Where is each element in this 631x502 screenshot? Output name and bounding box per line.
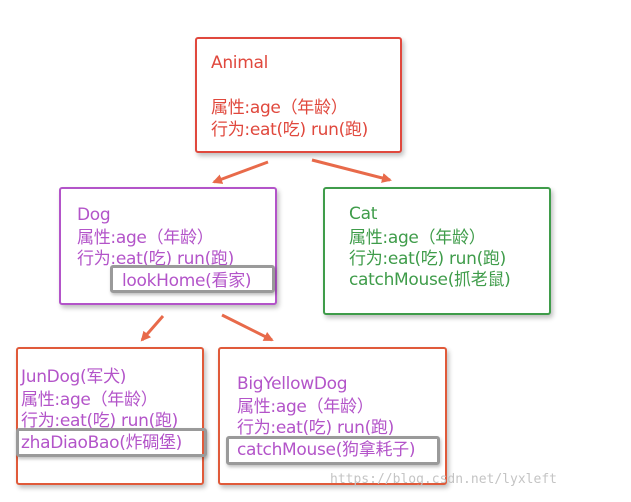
cat-class-attr: 属性:age（年龄） [349,228,486,248]
cat-class-box: Cat 属性:age（年龄） 行为:eat(吃) run(跑) catchMou… [323,187,551,315]
bigyellowdog-class-extra: catchMouse(狗拿耗子) [237,440,416,460]
jundog-class-name: JunDog(军犬) [21,367,127,387]
bigyellowdog-class-behavior: 行为:eat(吃) run(跑) [237,418,394,438]
jundog-class-behavior: 行为:eat(吃) run(跑) [21,411,178,431]
cat-class-name: Cat [349,204,378,224]
jundog-class-attr: 属性:age（年龄） [21,390,158,410]
bigyellowdog-class-attr: 属性:age（年龄） [237,397,374,417]
jundog-extra-highlight [16,428,207,457]
arrow-animal-to-dog [212,160,269,184]
dog-class-extra: lookHome(看家) [122,271,252,291]
animal-class-behavior: 行为:eat(吃) run(跑) [211,120,368,140]
jundog-class-box: JunDog(军犬) 属性:age（年龄） 行为:eat(吃) run(跑) z… [16,347,204,485]
arrow-dog-to-bigyellowdog [221,313,274,342]
arrow-dog-to-jundog [140,315,165,342]
dog-class-behavior: 行为:eat(吃) run(跑) [77,249,234,269]
animal-class-name: Animal [211,53,269,73]
arrow-animal-to-cat [311,158,392,183]
dog-extra-highlight [110,265,275,293]
animal-class-attr: 属性:age（年龄） [211,98,348,118]
watermark-text: https://blog.csdn.net/lyxleft [330,472,557,487]
bigyellowdog-extra-highlight [226,436,440,465]
animal-class-box: Animal 属性:age（年龄） 行为:eat(吃) run(跑) [195,37,402,153]
dog-class-attr: 属性:age（年龄） [77,228,214,248]
dog-class-name: Dog [77,205,111,225]
dog-class-box: Dog 属性:age（年龄） 行为:eat(吃) run(跑) lookHome… [59,187,277,305]
cat-class-behavior: 行为:eat(吃) run(跑) [349,249,506,269]
cat-class-extra: catchMouse(抓老鼠) [349,270,511,290]
bigyellowdog-class-name: BigYellowDog [237,374,348,394]
jundog-class-extra: zhaDiaoBao(炸碉堡) [21,433,182,453]
